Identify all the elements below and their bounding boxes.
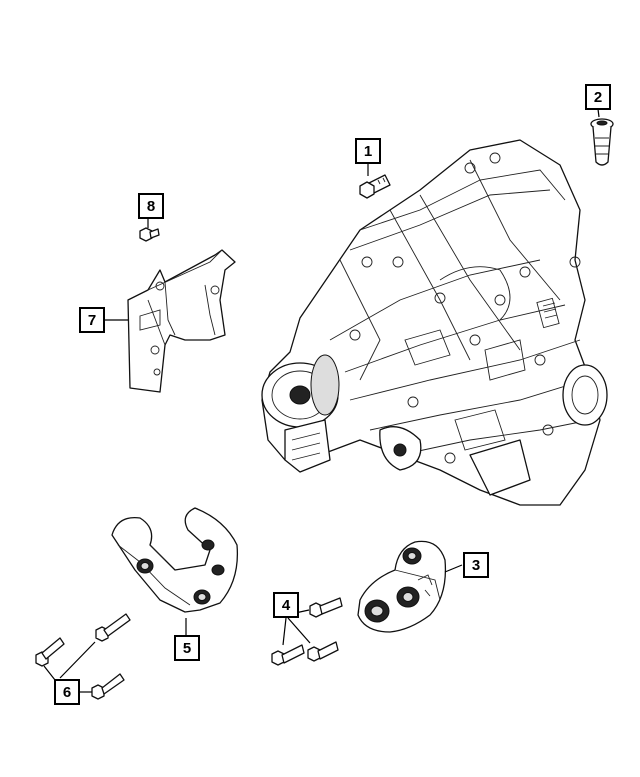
callout-7: 7 xyxy=(79,307,105,333)
callout-1: 1 xyxy=(355,138,381,164)
part-8-bolt xyxy=(139,227,160,242)
callout-8: 8 xyxy=(138,193,164,219)
callout-4: 4 xyxy=(273,592,299,618)
part-5-isolator xyxy=(111,507,239,613)
part-3-isolator xyxy=(357,540,447,633)
part-4-bolts xyxy=(271,597,343,666)
part-2-plug xyxy=(590,118,614,166)
transfer-case xyxy=(261,139,608,506)
part-1-bolt xyxy=(359,174,391,199)
callout-3: 3 xyxy=(463,552,489,578)
part-7-bracket xyxy=(127,249,236,393)
callout-2: 2 xyxy=(585,84,611,110)
callout-5: 5 xyxy=(174,635,200,661)
callout-6: 6 xyxy=(54,679,80,705)
part-6-bolts xyxy=(35,613,131,700)
